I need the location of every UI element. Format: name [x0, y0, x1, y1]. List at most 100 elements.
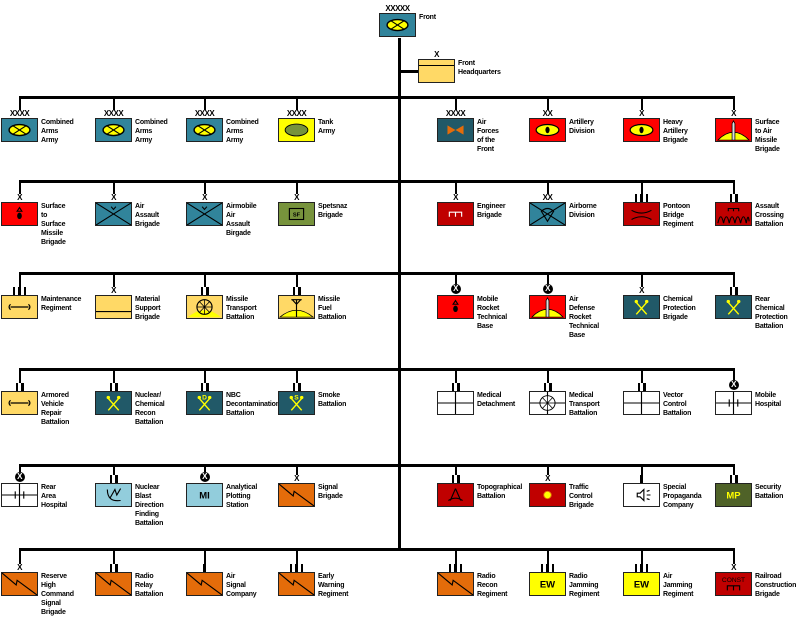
echelon-marker: XX: [542, 193, 553, 202]
echelon-marker: X: [728, 380, 739, 390]
unit-symbol-hospital-icon: [715, 391, 752, 415]
unit-symbol-engineer-icon: [437, 202, 474, 226]
unit-label: Chemical Protection Brigade: [663, 296, 696, 321]
unit-symbol-missile-dome-icon: [715, 118, 752, 142]
unit-symbol-crossing-icon: [715, 202, 752, 226]
echelon-bar: [640, 194, 643, 202]
echelon-marker: [529, 383, 566, 391]
drop-line: [641, 96, 643, 110]
echelon-marker: X: [17, 193, 22, 202]
drop-line: [641, 272, 643, 287]
unit-label: Tank Army: [318, 119, 336, 135]
bus-line-row-4: [19, 368, 735, 371]
drop-line: [733, 368, 735, 380]
echelon-bar: [645, 564, 649, 572]
drop-line: [733, 464, 735, 475]
bus-line-row-1: [19, 96, 735, 99]
drop-line: [455, 96, 457, 110]
echelon-marker: [95, 564, 132, 572]
drop-line: [733, 272, 735, 287]
echelon-bar: [289, 564, 293, 572]
echelon-marker: X: [434, 50, 439, 59]
drop-line: [296, 180, 298, 194]
unit-symbol-airborne-icon: [529, 202, 566, 226]
echelon-marker: [623, 564, 660, 572]
svg-text:SF: SF: [293, 213, 301, 219]
drop-line: [733, 180, 735, 194]
unit-label: Maintenance Regiment: [41, 296, 82, 312]
unit-symbol-medical-wheel-icon: [529, 391, 566, 415]
unit-label: Combined Arms Army: [135, 119, 168, 144]
unit-label: Early Warning Regiment: [318, 573, 349, 598]
echelon-bar: [200, 287, 203, 295]
echelon-bar: [300, 564, 304, 572]
drop-line: [113, 464, 115, 475]
echelon-bar: [543, 383, 546, 391]
echelon-bar: [451, 475, 454, 483]
drop-line: [455, 464, 457, 475]
unit-label: Airmobile Air Assault Birgade: [226, 203, 257, 237]
unit-label: Nuclear/ Chemical Recon Battalion: [135, 392, 165, 426]
unit-symbol-text-icon: EW: [623, 572, 660, 596]
unit-symbol-radar-icon: [95, 483, 132, 507]
trunk-line: [398, 38, 401, 549]
echelon-marker: X: [545, 474, 550, 483]
unit-label: Railroad Construction Brigade: [755, 573, 797, 598]
unit-label: Air Assault Brigade: [135, 203, 160, 228]
drop-line: [296, 96, 298, 110]
drop-line: [19, 464, 21, 472]
echelon-marker: X: [731, 563, 736, 572]
unit-symbol-wrench-icon: [1, 295, 38, 319]
echelon-marker: X: [450, 284, 461, 294]
echelon-marker: [186, 564, 223, 572]
echelon-bar: [549, 383, 552, 391]
drop-line: [547, 272, 549, 284]
unit-symbol-text-icon: EW: [529, 572, 566, 596]
echelon-marker: [1, 383, 38, 391]
echelon-bar: [459, 564, 463, 572]
bus-line-row-6: [19, 548, 735, 551]
echelon-bar: [457, 475, 460, 483]
unit-label: Radio Recon Regiment: [477, 573, 508, 598]
unit-symbol-medical-icon: [437, 391, 474, 415]
echelon-marker: X: [14, 472, 25, 482]
unit-label: Combined Arms Army: [226, 119, 259, 144]
unit-symbol-chem-icon: D: [186, 391, 223, 415]
echelon-bar: [206, 383, 209, 391]
unit-symbol-fuel-dome-icon: [278, 295, 315, 319]
unit-label: Surface to Surface Missile Brigade: [41, 203, 66, 246]
unit-label: Signal Brigade: [318, 484, 343, 500]
echelon-bar: [21, 383, 24, 391]
echelon-bar: [115, 475, 118, 483]
unit-symbol-air-assault-icon: [95, 202, 132, 226]
unit-symbol-chem-icon: [95, 391, 132, 415]
echelon-marker: [623, 383, 660, 391]
echelon-bar: [643, 383, 646, 391]
unit-label: Special Propaganda Company: [663, 484, 702, 509]
unit-label: Mobile Rocket Technical Base: [477, 296, 507, 330]
svg-text:D: D: [202, 394, 207, 401]
unit-label: Air Defense Rocket Technical Base: [569, 296, 599, 339]
echelon-marker: [715, 475, 752, 483]
unit-symbol-eye-icon: [623, 118, 660, 142]
echelon-bar: [640, 564, 643, 572]
echelon-marker: XXXX: [9, 109, 30, 118]
unit-symbol-signal-icon: [278, 572, 315, 596]
unit-symbol-sf-icon: SF: [278, 202, 315, 226]
unit-label: Heavy Artillery Brigade: [663, 119, 688, 144]
drop-line: [641, 464, 643, 475]
echelon-bar: [109, 383, 112, 391]
drop-line: [113, 272, 115, 287]
drop-line: [733, 96, 735, 110]
unit-label: Surface to Air Missile Brigade: [755, 119, 780, 153]
echelon-bar: [735, 194, 738, 202]
svg-text:MI: MI: [199, 491, 209, 501]
unit-label: Radio Relay Battalion: [135, 573, 164, 598]
drop-line: [641, 548, 643, 564]
unit-label: Rear Chemical Protection Battalion: [755, 296, 788, 330]
unit-label: Medical Transport Battalion: [569, 392, 600, 417]
echelon-marker: X: [453, 193, 458, 202]
unit-symbol-wrench-icon: [1, 391, 38, 415]
unit-label: Rear Area Hospital: [41, 484, 68, 509]
unit-symbol-signal-icon: [1, 572, 38, 596]
